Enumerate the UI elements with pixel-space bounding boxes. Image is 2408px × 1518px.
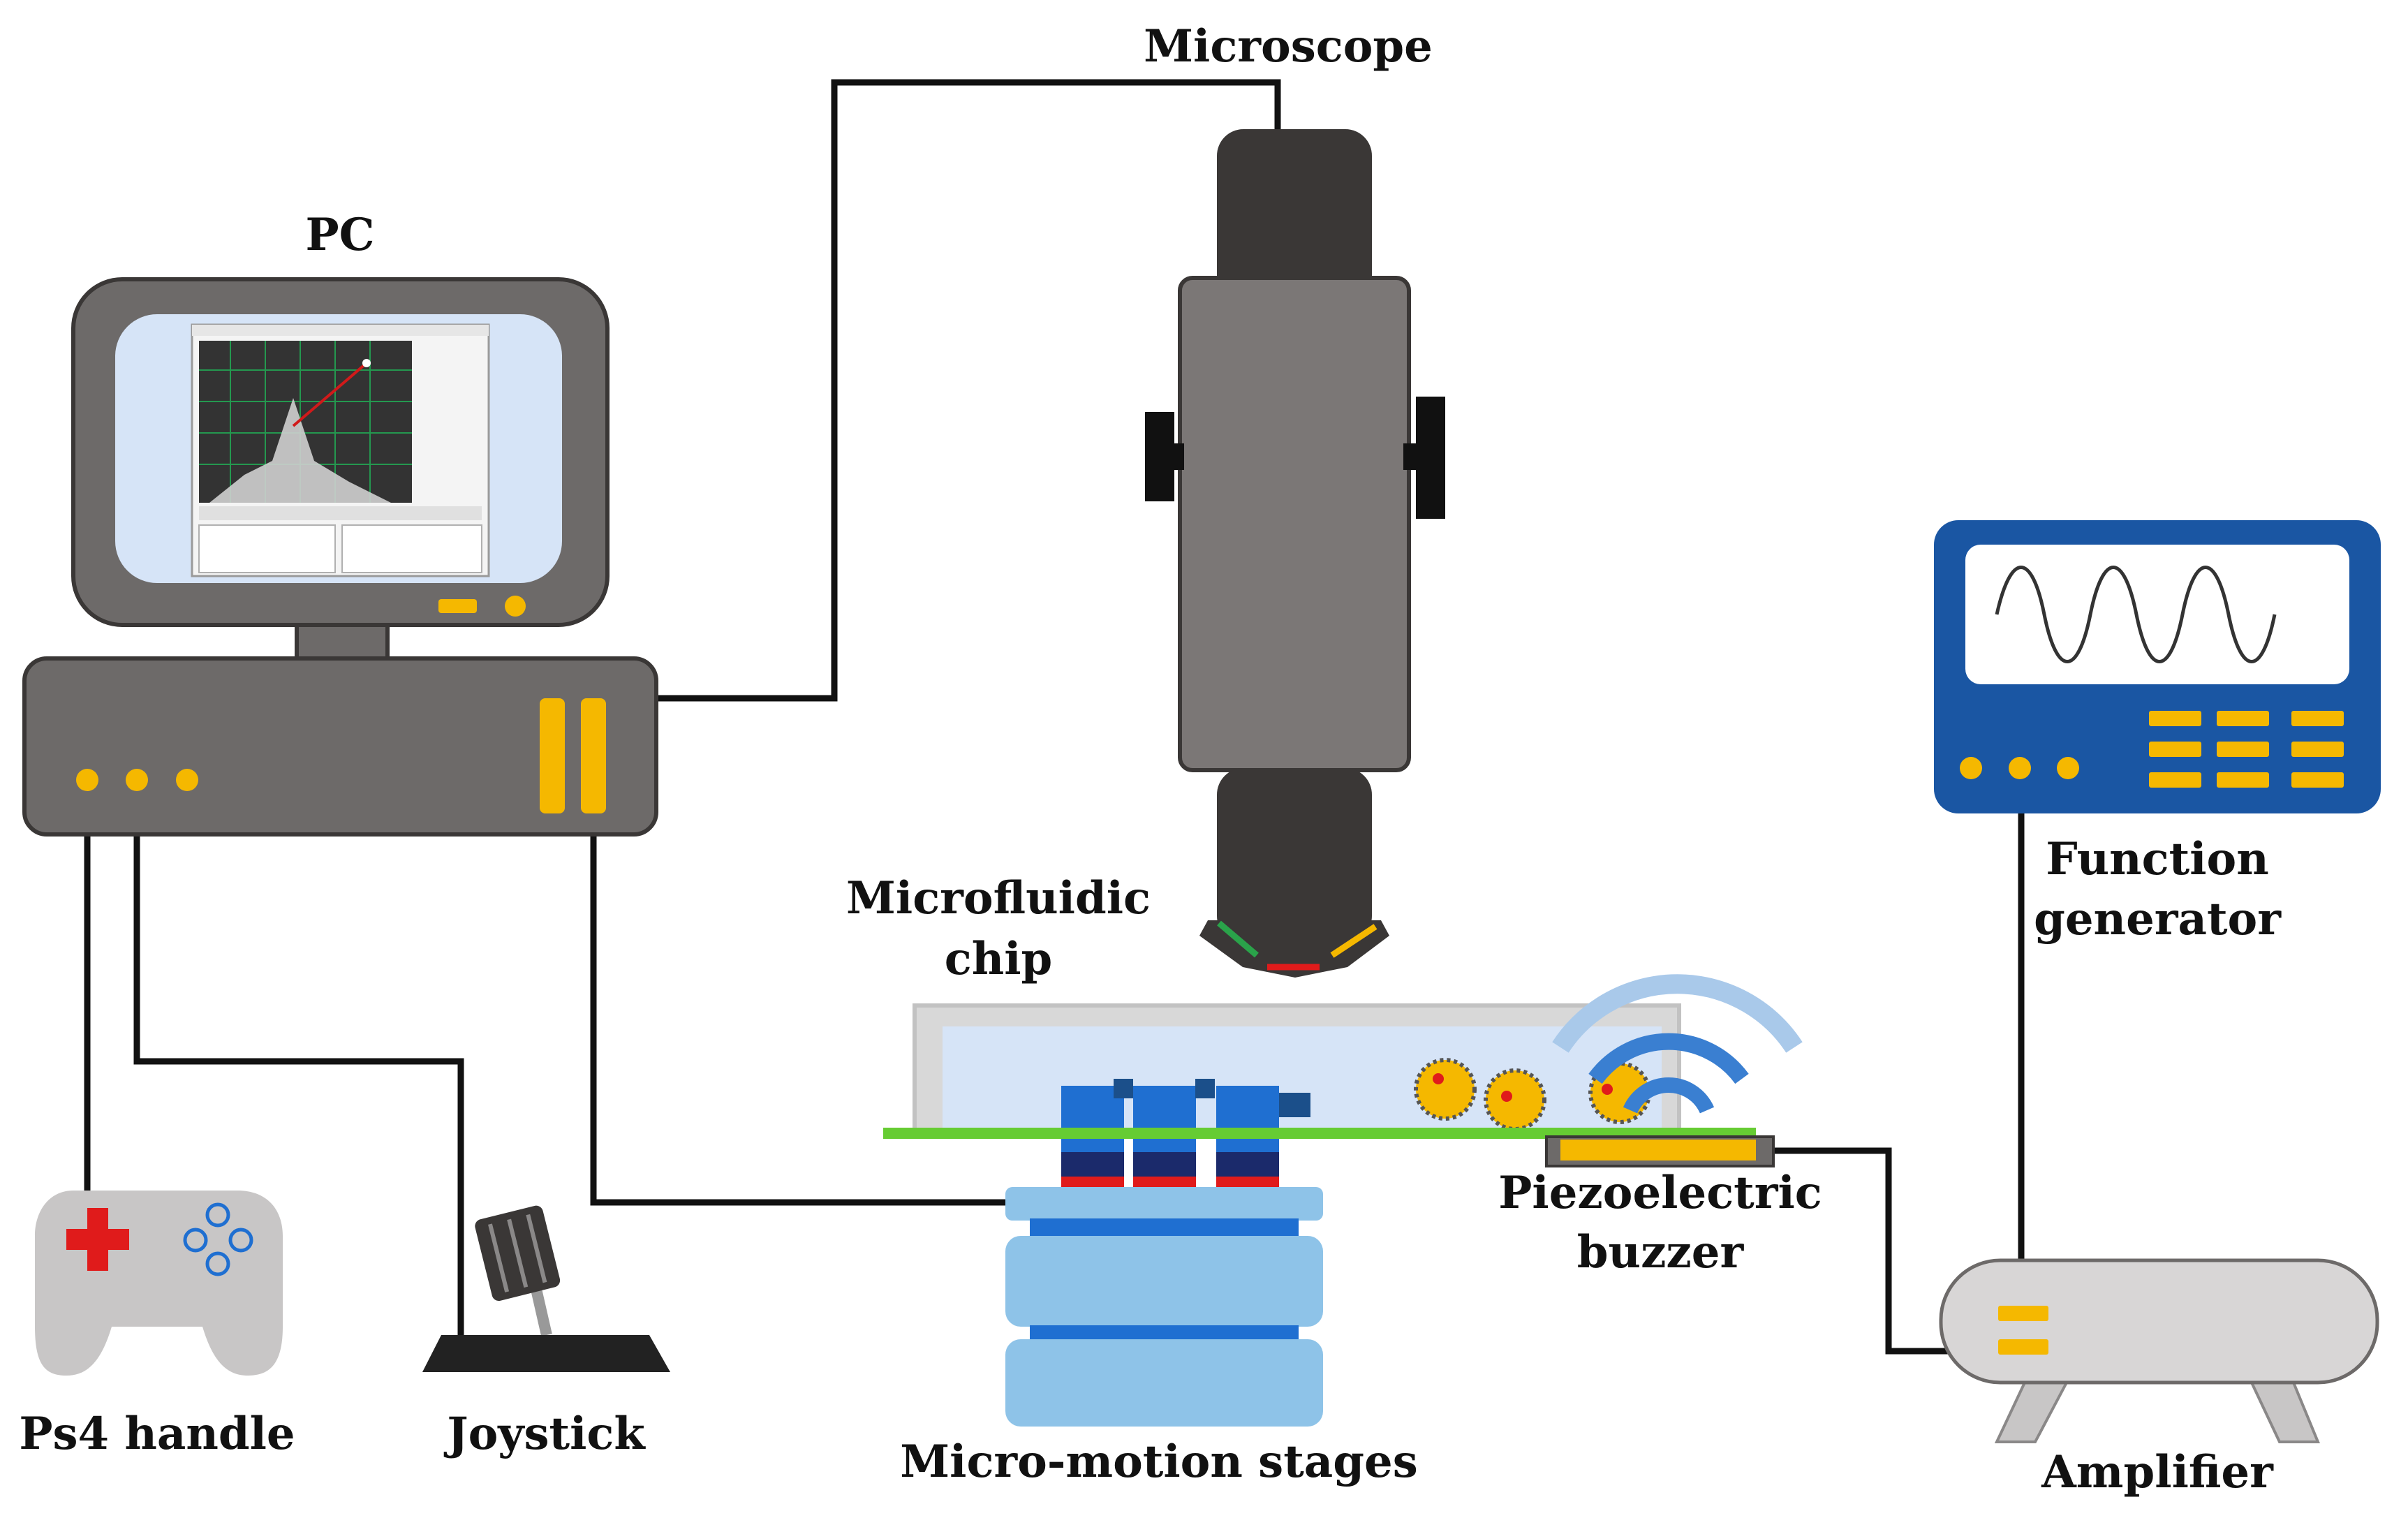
pc-label: PC [305, 209, 374, 261]
chip-clamps [1061, 1079, 1310, 1201]
pc-port-3 [176, 769, 198, 791]
function-generator: Function generator [1934, 520, 2381, 945]
cells [1414, 1058, 1651, 1131]
amplifier-leg-left [1994, 1381, 2069, 1443]
pc-port-2 [126, 769, 148, 791]
function-label-2: generator [2034, 893, 2282, 945]
fg-port-2 [2009, 757, 2031, 779]
microscope-body [1178, 276, 1411, 772]
microscope: Microscope [1144, 20, 1445, 978]
pc-slot-2 [581, 698, 606, 813]
microscope-tube [1217, 768, 1372, 943]
amplifier-leg-right [2249, 1381, 2320, 1443]
amplifier-port-1 [1998, 1306, 2048, 1321]
cable-pc-joystick [133, 776, 464, 1337]
stages-label: Micro-motion stages [900, 1436, 1417, 1488]
stage-bottom [1005, 1339, 1323, 1427]
microscope-knob-right [1416, 397, 1445, 519]
wireless-signal-icon [1552, 974, 1803, 1114]
sine-wave-icon [1995, 566, 2277, 663]
joystick: Joystick [422, 1205, 670, 1460]
pc-led [438, 599, 477, 613]
cable-pc-stages [590, 789, 1005, 1206]
pc-slot-1 [540, 698, 565, 813]
gamepad-icon [35, 1191, 283, 1376]
micro-motion-stages: Micro-motion stages [900, 1187, 1418, 1488]
stage-middle [1005, 1236, 1323, 1327]
piezo-label-2: buzzer [1577, 1226, 1745, 1278]
software-window [191, 323, 490, 577]
ps4-label: Ps4 handle [19, 1408, 295, 1460]
piezo-label-1: Piezoelectric [1498, 1167, 1822, 1219]
function-label-1: Function [2046, 833, 2268, 885]
joystick-base [422, 1335, 670, 1372]
microfluidic-label-2: chip [945, 933, 1053, 985]
microfluidic-label-1: Microfluidic [846, 872, 1151, 924]
microscope-knob-left [1145, 412, 1174, 501]
fg-screen [1965, 545, 2349, 684]
piezo-buzzer: Piezoelectric buzzer [1498, 974, 1822, 1278]
cable-pc-microscope [552, 79, 1281, 702]
fg-buttons [2149, 711, 2344, 788]
cables [84, 79, 2025, 1355]
microscope-label: Microscope [1144, 20, 1433, 73]
amplifier-label: Amplifier [2041, 1446, 2274, 1498]
microscope-objective [1199, 920, 1389, 978]
pc-port-1 [76, 769, 98, 791]
joystick-label: Joystick [443, 1408, 646, 1460]
chip-substrate [883, 1128, 1756, 1139]
amplifier-port-2 [1998, 1339, 2048, 1355]
microscope-eyepiece [1217, 129, 1372, 304]
pc-power-button [505, 596, 526, 617]
amplifier-body [1939, 1258, 2379, 1385]
pc-tower [22, 656, 658, 837]
joystick-icon [475, 1205, 561, 1302]
fg-port-3 [2057, 757, 2079, 779]
pc: PC [22, 209, 658, 837]
ps4-handle: Ps4 handle [19, 1191, 295, 1460]
fg-port-1 [1960, 757, 1982, 779]
stage-top [1005, 1187, 1323, 1221]
amplifier: Amplifier [1939, 1258, 2379, 1498]
